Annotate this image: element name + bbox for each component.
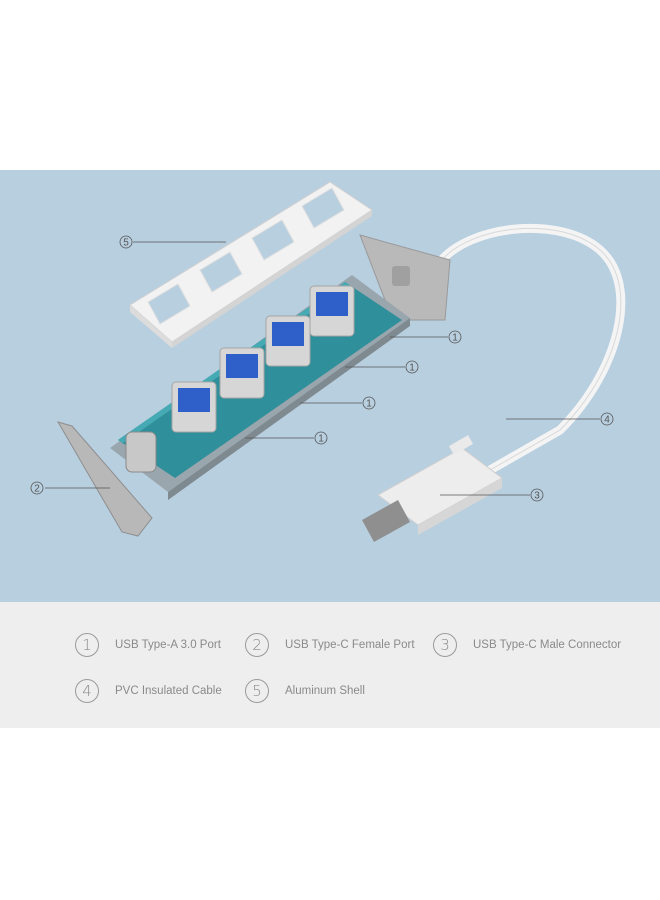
callout-5-shell: 5 bbox=[119, 235, 133, 249]
legend-item-usb-a-port: 1 USB Type-A 3.0 Port bbox=[75, 632, 221, 658]
svg-text:2: 2 bbox=[34, 484, 40, 495]
svg-text:4: 4 bbox=[604, 415, 610, 426]
legend: 1 USB Type-A 3.0 Port 2 USB Type-C Femal… bbox=[0, 602, 660, 728]
legend-item-aluminum-shell: 5 Aluminum Shell bbox=[245, 678, 365, 704]
aluminum-shell-cover bbox=[129, 181, 373, 348]
svg-text:1: 1 bbox=[318, 434, 324, 445]
legend-label: USB Type-C Female Port bbox=[285, 639, 415, 651]
svg-text:1: 1 bbox=[409, 363, 415, 374]
callout-1-port-d: 1 bbox=[314, 431, 328, 445]
legend-label: USB Type-A 3.0 Port bbox=[115, 639, 221, 651]
legend-number: 4 bbox=[75, 679, 99, 703]
legend-number: 2 bbox=[245, 633, 269, 657]
svg-text:1: 1 bbox=[366, 399, 372, 410]
usb-c-male-connector bbox=[362, 435, 503, 542]
usb-c-female-port bbox=[125, 431, 157, 473]
legend-number: 5 bbox=[245, 679, 269, 703]
usb-a-port-2 bbox=[219, 347, 265, 399]
callout-2-female-port: 2 bbox=[30, 481, 44, 495]
usb-hub-illustration: 5 1 1 1 1 4 2 3 bbox=[30, 181, 626, 542]
legend-item-usb-c-male-connector: 3 USB Type-C Male Connector bbox=[433, 632, 621, 658]
legend-number: 1 bbox=[75, 633, 99, 657]
legend-label: Aluminum Shell bbox=[285, 685, 365, 697]
legend-item-pvc-cable: 4 PVC Insulated Cable bbox=[75, 678, 222, 704]
leader-lines bbox=[45, 241, 600, 496]
end-cap-button bbox=[392, 266, 410, 286]
legend-item-usb-c-female-port: 2 USB Type-C Female Port bbox=[245, 632, 415, 658]
exploded-view-diagram: 5 1 1 1 1 4 2 3 bbox=[0, 170, 660, 602]
callout-4-cable: 4 bbox=[600, 412, 614, 426]
usb-a-port-1 bbox=[171, 381, 217, 433]
usb-a-port-4 bbox=[309, 285, 355, 337]
legend-number: 3 bbox=[433, 633, 457, 657]
callout-1-port-a: 1 bbox=[448, 330, 462, 344]
usb-a-port-3 bbox=[265, 315, 311, 367]
end-cap-left bbox=[56, 421, 153, 537]
legend-label: PVC Insulated Cable bbox=[115, 685, 222, 697]
svg-text:1: 1 bbox=[452, 333, 458, 344]
callout-3-male-connector: 3 bbox=[530, 488, 544, 502]
legend-label: USB Type-C Male Connector bbox=[473, 639, 622, 651]
callout-1-port-b: 1 bbox=[405, 360, 419, 374]
svg-text:3: 3 bbox=[534, 491, 540, 502]
callout-1-port-c: 1 bbox=[362, 396, 376, 410]
svg-text:5: 5 bbox=[123, 238, 129, 249]
pvc-cable bbox=[435, 223, 626, 475]
